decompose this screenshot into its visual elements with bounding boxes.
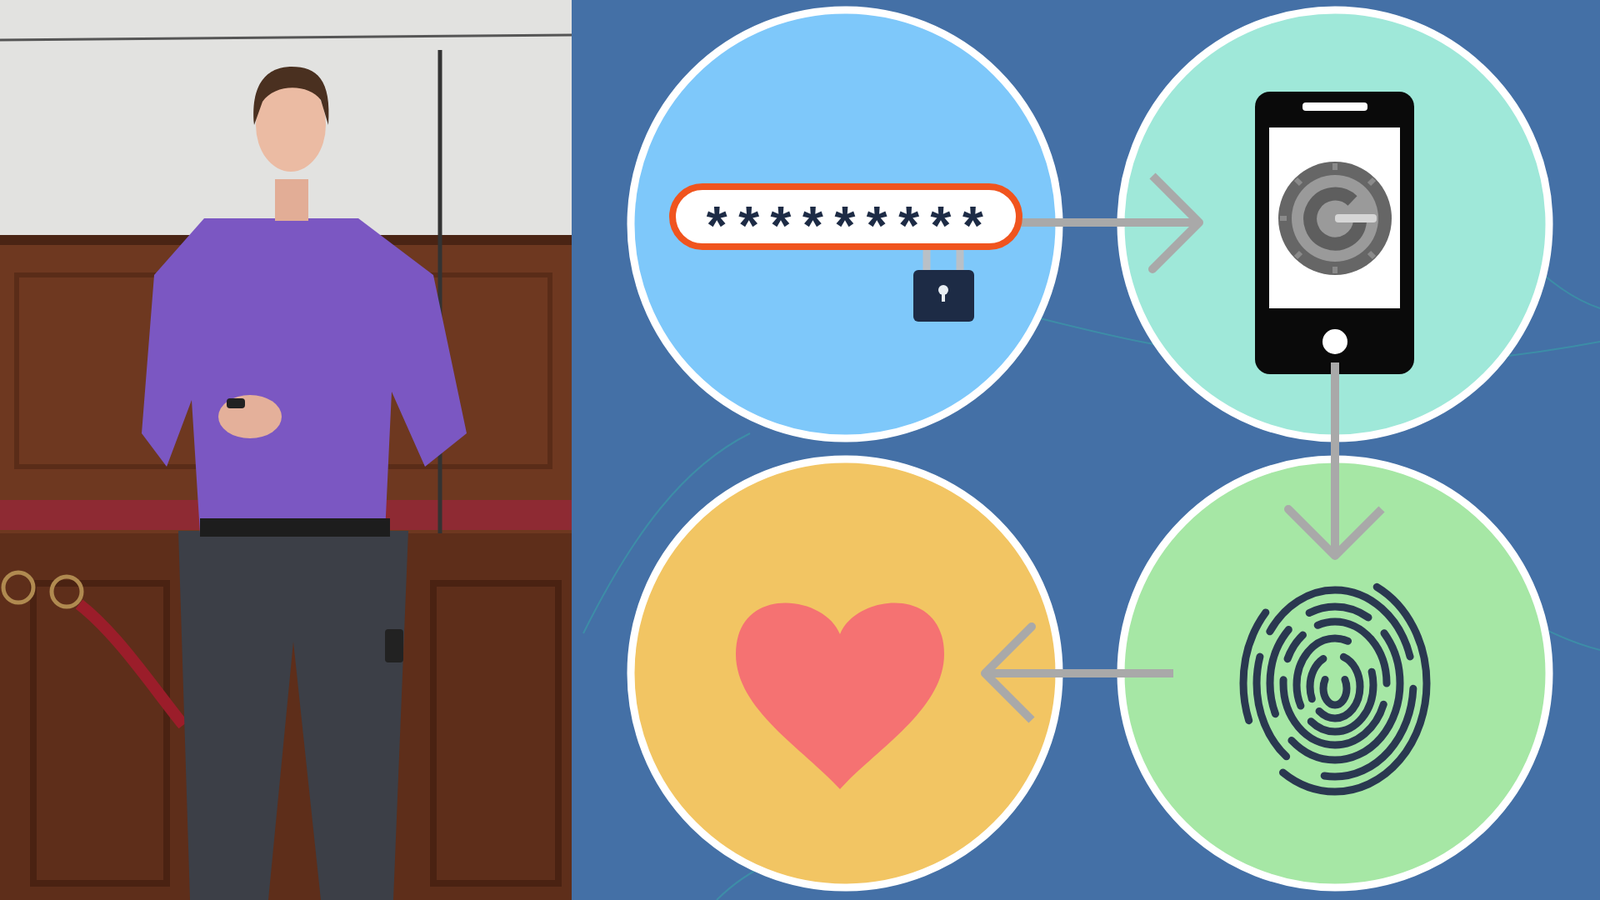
tick <box>1295 252 1301 258</box>
tick <box>1332 163 1338 170</box>
brass-ring <box>51 576 82 607</box>
step-circle: ********* <box>626 5 1064 443</box>
lecture-photo <box>0 0 572 900</box>
belt <box>200 518 390 537</box>
home-button <box>1322 329 1348 355</box>
tick <box>1280 215 1287 221</box>
trousers <box>178 530 409 900</box>
tick <box>1295 179 1301 185</box>
neck <box>275 179 309 221</box>
masked-password: ********* <box>675 205 1015 259</box>
wood-wall <box>0 0 572 900</box>
tick <box>1332 266 1338 274</box>
pocket-device <box>385 629 404 663</box>
tick <box>1369 252 1375 258</box>
circle-fill <box>630 10 1060 439</box>
tick <box>1369 179 1375 185</box>
circle-fill <box>1120 459 1550 888</box>
phone-screen <box>1269 127 1400 309</box>
authenticator-ring <box>1278 161 1392 275</box>
whiteboard <box>0 0 572 235</box>
authenticator-face <box>1291 175 1379 262</box>
phone-icon <box>1255 91 1415 375</box>
keyhole <box>941 290 945 302</box>
wood-panel <box>433 583 559 884</box>
phone-speaker <box>1302 102 1368 111</box>
hands <box>218 395 282 439</box>
blue-ground <box>571 0 1600 900</box>
sweater <box>141 218 467 534</box>
password-field: ********* <box>669 183 1023 250</box>
lock-body <box>913 270 975 322</box>
brass-ring <box>3 572 34 603</box>
rope <box>79 604 184 725</box>
circle-fill <box>1120 10 1550 439</box>
board-rail <box>0 35 572 40</box>
clicker <box>226 398 245 409</box>
pole <box>438 50 443 534</box>
authenticator-bar <box>1335 214 1377 223</box>
phone-body <box>1255 91 1415 375</box>
circle-fill <box>630 459 1060 888</box>
hair <box>253 66 329 125</box>
